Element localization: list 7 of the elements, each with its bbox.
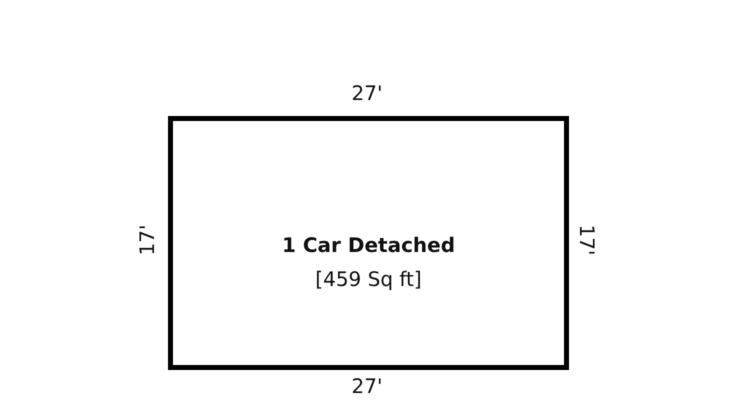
dimension-label: 17': [135, 224, 159, 256]
area-label: [459 Sq ft]: [315, 267, 422, 291]
dimension-label: 27': [352, 81, 382, 105]
dimension-label: 27': [352, 374, 382, 398]
room-name: 1 Car Detached: [282, 233, 456, 257]
room-outline: [168, 116, 569, 370]
dimension-label: 17': [575, 224, 599, 256]
